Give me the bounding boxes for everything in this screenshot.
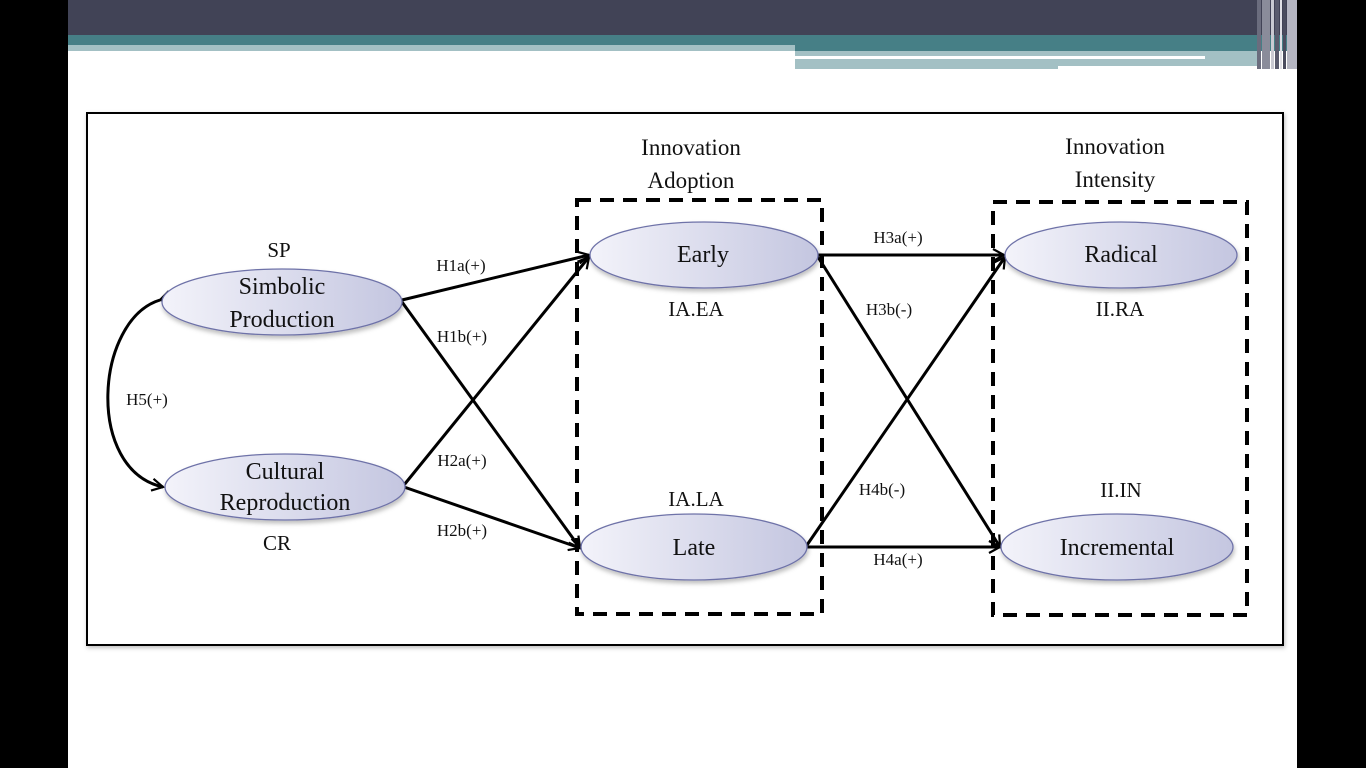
header-accent-line [1058,66,1258,69]
edge-label-h3b: H3b(-) [866,300,912,319]
edge-h3b [816,256,1002,547]
header-band-light-right [795,51,1257,69]
edge-label-h5: H5(+) [126,390,168,409]
node-sp-label-line1: Simbolic [239,274,326,300]
node-sp[interactable]: Simbolic Production [161,268,403,336]
node-late[interactable]: Late [580,513,808,581]
edge-label-h4b: H4b(-) [859,480,905,499]
edge-label-h1b: H1b(+) [437,327,487,346]
edge-label-h2b: H2b(+) [437,521,487,540]
node-radical-code: II.RA [1096,297,1145,321]
group-box-innovation-adoption [575,198,824,616]
group-box-innovation-intensity [991,200,1249,617]
edge-h2b [403,485,580,548]
edge-h4b [805,257,1005,546]
group-title-innovation-adoption-line1: Innovation [641,135,741,160]
node-early-code: IA.EA [668,297,724,321]
node-incremental[interactable]: Incremental [1000,513,1234,581]
node-cr-label-line2: Reproduction [220,490,351,516]
edge-label-h1a: H1a(+) [436,256,485,275]
node-incremental-code: II.IN [1100,478,1141,502]
node-radical-label: Radical [1084,242,1158,268]
node-radical[interactable]: Radical [1004,221,1238,289]
node-early-label: Early [677,242,729,268]
edge-label-h2a: H2a(+) [437,451,486,470]
edge-h1a [401,255,589,302]
edge-h5 [106,300,163,487]
node-cr-code: CR [263,531,291,555]
header-band-dark [68,0,1297,35]
group-title-innovation-intensity-line2: Intensity [1075,167,1156,192]
node-late-code: IA.LA [668,487,724,511]
group-title-innovation-intensity-line1: Innovation [1065,134,1165,159]
node-cr-label-line1: Cultural [246,459,325,485]
node-sp-code: SP [267,238,290,262]
header-band-light [68,45,795,51]
node-late-label: Late [673,535,716,561]
node-early[interactable]: Early [589,221,819,289]
header-stripes [1257,0,1297,69]
edge-label-h3a: H3a(+) [873,228,922,247]
header-accent-line [795,56,1205,59]
node-sp-label-line2: Production [229,307,334,333]
node-cr[interactable]: Cultural Reproduction [164,453,406,521]
edge-h1b [400,301,580,548]
edge-h2a [402,257,589,486]
group-title-innovation-adoption-line2: Adoption [648,168,735,193]
edge-label-h4a: H4a(+) [873,550,922,569]
node-incremental-label: Incremental [1060,535,1175,561]
